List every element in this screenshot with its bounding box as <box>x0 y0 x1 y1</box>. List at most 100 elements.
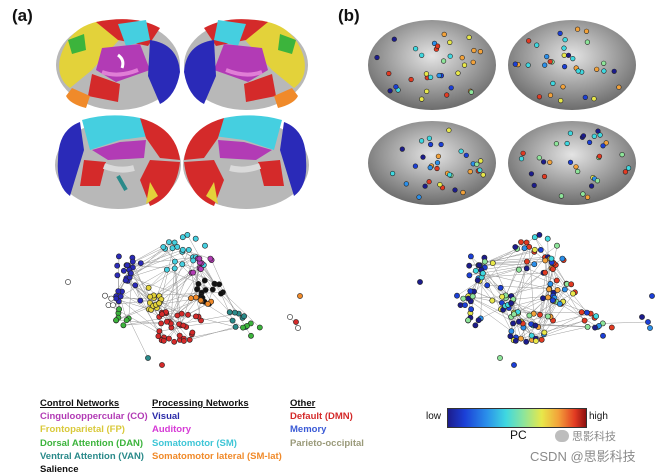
graph-node-pc <box>482 259 487 264</box>
graph-node-pc <box>468 289 473 294</box>
graph-node-pc <box>524 339 529 344</box>
graph-node-pc <box>516 319 521 324</box>
graph-node-pc <box>454 293 459 298</box>
graph-node-pc <box>532 262 537 267</box>
graph-node-pc <box>498 285 503 290</box>
graph-node-pc <box>497 355 502 360</box>
graph-node-pc <box>545 314 550 319</box>
graph-node-pc <box>579 310 584 315</box>
legend-item-dmn: Default (DMN) <box>290 410 364 423</box>
legend-item-memory: Memory <box>290 423 364 436</box>
graph-node-pc <box>524 266 529 271</box>
graph-node-pc <box>548 281 553 286</box>
legend-item-sm: Somatomotor (SM) <box>152 437 282 450</box>
graph-node-pc <box>557 301 562 306</box>
graph-node-pc <box>417 279 422 284</box>
graph-node-pc <box>550 267 555 272</box>
graph-node-pc <box>532 247 537 252</box>
graph-node-pc <box>467 273 472 278</box>
graph-node-pc <box>480 271 485 276</box>
graph-node-pc <box>545 236 550 241</box>
legend-item-parieto-occipital: Parieto-occipital <box>290 437 364 450</box>
legend-item-fp: Frontoparietal (FP) <box>40 423 148 436</box>
graph-node-pc <box>476 318 481 323</box>
graph-node-pc <box>649 293 654 298</box>
graph-node-pc <box>584 310 589 315</box>
legend-control-networks: Control Networks Cingulooppercular (CO) … <box>40 397 148 476</box>
graph-node-pc <box>490 298 495 303</box>
graph-node-pc <box>647 325 652 330</box>
legend-header-processing: Processing Networks <box>152 397 282 410</box>
graph-node-pc <box>539 337 544 342</box>
legend-processing-networks: Processing Networks Visual Auditory Soma… <box>152 397 282 463</box>
graph-node-pc <box>473 323 478 328</box>
graph-node-pc <box>562 287 567 292</box>
graph-node-pc <box>510 321 515 326</box>
graph-node-pc <box>461 296 466 301</box>
graph-node-pc <box>542 330 547 335</box>
graph-node-pc <box>594 314 599 319</box>
graph-node-pc <box>639 314 644 319</box>
graph-node-pc <box>468 254 473 259</box>
graph-node-pc <box>569 282 574 287</box>
graph-node-pc <box>592 325 597 330</box>
graph-node-pc <box>549 256 554 261</box>
graph-node-pc <box>511 362 516 367</box>
graph-node-pc <box>513 338 518 343</box>
graph-node-pc <box>524 259 529 264</box>
graph-node-pc <box>469 307 474 312</box>
graph-node-pc <box>543 270 548 275</box>
legend-header-other: Other <box>290 397 364 410</box>
graph-node-pc <box>511 312 516 317</box>
graph-node-pc <box>475 278 480 283</box>
graph-node-pc <box>538 247 543 252</box>
graph-node-pc <box>582 318 587 323</box>
graph-node-pc <box>537 312 542 317</box>
graph-node-pc <box>522 246 527 251</box>
watermark-brand: 思影科技 <box>555 428 616 444</box>
graph-node-pc <box>473 268 478 273</box>
graph-node-pc <box>533 323 538 328</box>
wechat-icon <box>555 430 569 442</box>
graph-node-pc <box>518 336 523 341</box>
colorbar-low-label: low <box>426 411 441 422</box>
graph-node-pc <box>509 329 514 334</box>
watermark-csdn: CSDN @思影科技 <box>530 446 636 465</box>
graph-node-pc <box>545 295 550 300</box>
graph-node-pc <box>513 244 518 249</box>
graph-node-pc <box>462 303 467 308</box>
legend-item-sm-lat: Somatomotor lateral (SM-lat) <box>152 450 282 463</box>
graph-node-pc <box>600 333 605 338</box>
graph-node-pc <box>554 243 559 248</box>
graph-node-pc <box>546 287 551 292</box>
graph-node-pc <box>466 318 471 323</box>
graph-node-pc <box>540 296 545 301</box>
graph-node-pc <box>467 263 472 268</box>
graph-node-pc <box>527 313 532 318</box>
pc-colorbar <box>447 408 587 428</box>
legend-item-van: Ventral Attention (VAN) <box>40 450 148 463</box>
legend-header-control: Control Networks <box>40 397 148 410</box>
graph-node-pc <box>527 244 532 249</box>
legend-item-auditory: Auditory <box>152 423 282 436</box>
graph-node-pc <box>529 333 534 338</box>
legend-item-dan: Dorsal Attention (DAN) <box>40 437 148 450</box>
graph-node-pc <box>555 287 560 292</box>
graph-node-pc <box>537 232 542 237</box>
graph-node-pc <box>470 294 475 299</box>
graph-node-pc <box>560 256 565 261</box>
legend-item-salience: Salience <box>40 463 148 476</box>
graph-node-pc <box>485 283 490 288</box>
graph-node-pc <box>570 291 575 296</box>
colorbar-high-label: high <box>589 411 608 422</box>
graph-node-pc <box>477 263 482 268</box>
colorbar-title: PC <box>510 428 527 442</box>
graph-node-pc <box>585 324 590 329</box>
graph-node-pc <box>645 319 650 324</box>
graph-node-pc <box>533 338 538 343</box>
watermark-brand-text: 思影科技 <box>572 428 616 444</box>
legend-other-networks: Other Default (DMN) Memory Parieto-occip… <box>290 397 364 450</box>
legend-item-visual: Visual <box>152 410 282 423</box>
graph-node-pc <box>490 261 495 266</box>
graph-node-pc <box>550 298 555 303</box>
